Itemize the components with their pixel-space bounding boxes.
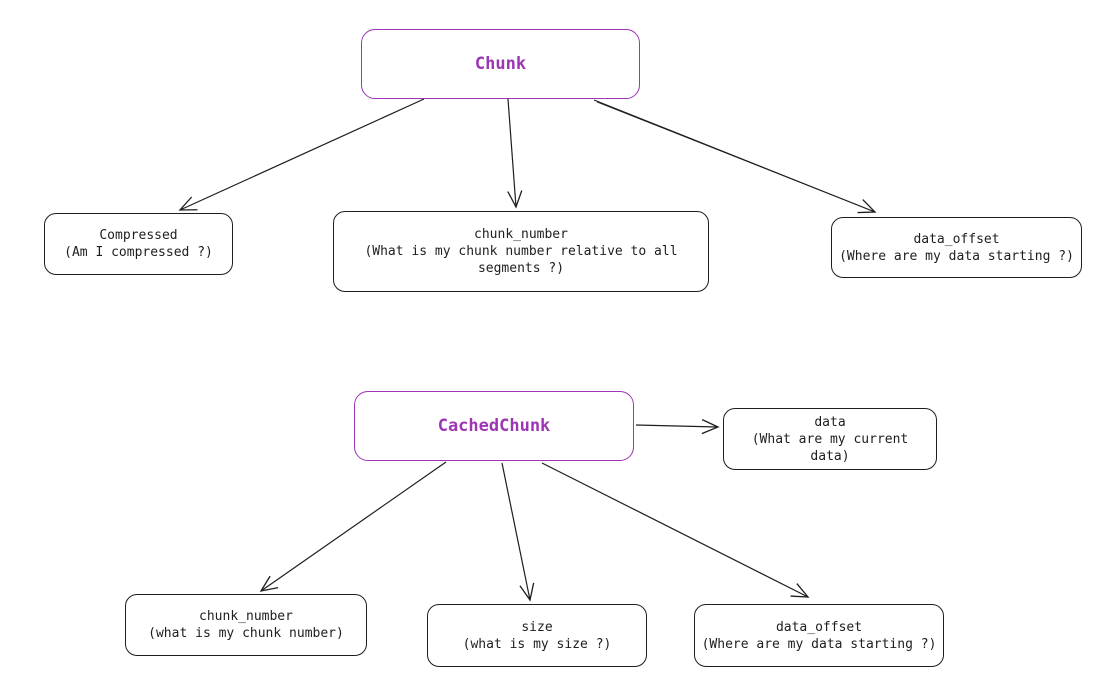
compressed-node: Compressed (Am I compressed ?) (44, 213, 233, 275)
cached-size-node: size (what is my size ?) (427, 604, 647, 667)
cached-data-node: data (What are my current data) (723, 408, 937, 470)
cached-data-offset-desc: (Where are my data starting ?) (701, 636, 937, 652)
cached-chunk-number-name: chunk_number (199, 609, 293, 624)
chunk-number-name: chunk_number (474, 227, 568, 242)
chunk-number-desc: (What is my chunk number relative to all… (364, 244, 686, 276)
compressed-desc: (Am I compressed ?) (64, 245, 213, 260)
cachedchunk-title: CachedChunk (437, 415, 551, 436)
compressed-name: Compressed (99, 228, 178, 243)
cachedchunk-node: CachedChunk (354, 391, 634, 461)
cached-data-offset-name: data_offset (775, 619, 863, 635)
arrow-cachedchunk-to-data (635, 419, 720, 435)
cached-data-desc: (What are my current data) (751, 431, 917, 464)
data-offset-desc: (Where are my data starting ?) (839, 248, 1074, 264)
chunk-title: Chunk (474, 53, 527, 74)
cached-data-offset-node: data_offset (Where are my data starting … (694, 604, 944, 667)
data-offset-node: data_offset (Where are my data starting … (831, 217, 1082, 278)
arrow-chunk-to-compressed (178, 98, 425, 211)
chunk-node: Chunk (361, 29, 640, 99)
data-offset-name: data_offset (913, 231, 1000, 247)
cached-data-name: data (814, 414, 846, 430)
arrow-cachedchunk-to-data-offset (541, 462, 810, 598)
cached-chunk-number-desc: (what is my chunk number) (148, 626, 344, 641)
chunk-number-node: chunk_number (What is my chunk number re… (333, 211, 709, 292)
arrow-chunk-to-data-offset-stroke2 (596, 101, 876, 213)
arrow-chunk-to-chunk-number (507, 98, 523, 209)
cached-size-desc: (what is my size ?) (462, 636, 612, 652)
arrow-cachedchunk-to-size (501, 462, 535, 602)
cached-size-name: size (521, 619, 553, 635)
arrow-cachedchunk-to-chunk-number (259, 461, 447, 592)
cached-chunk-number-node: chunk_number (what is my chunk number) (125, 594, 367, 656)
